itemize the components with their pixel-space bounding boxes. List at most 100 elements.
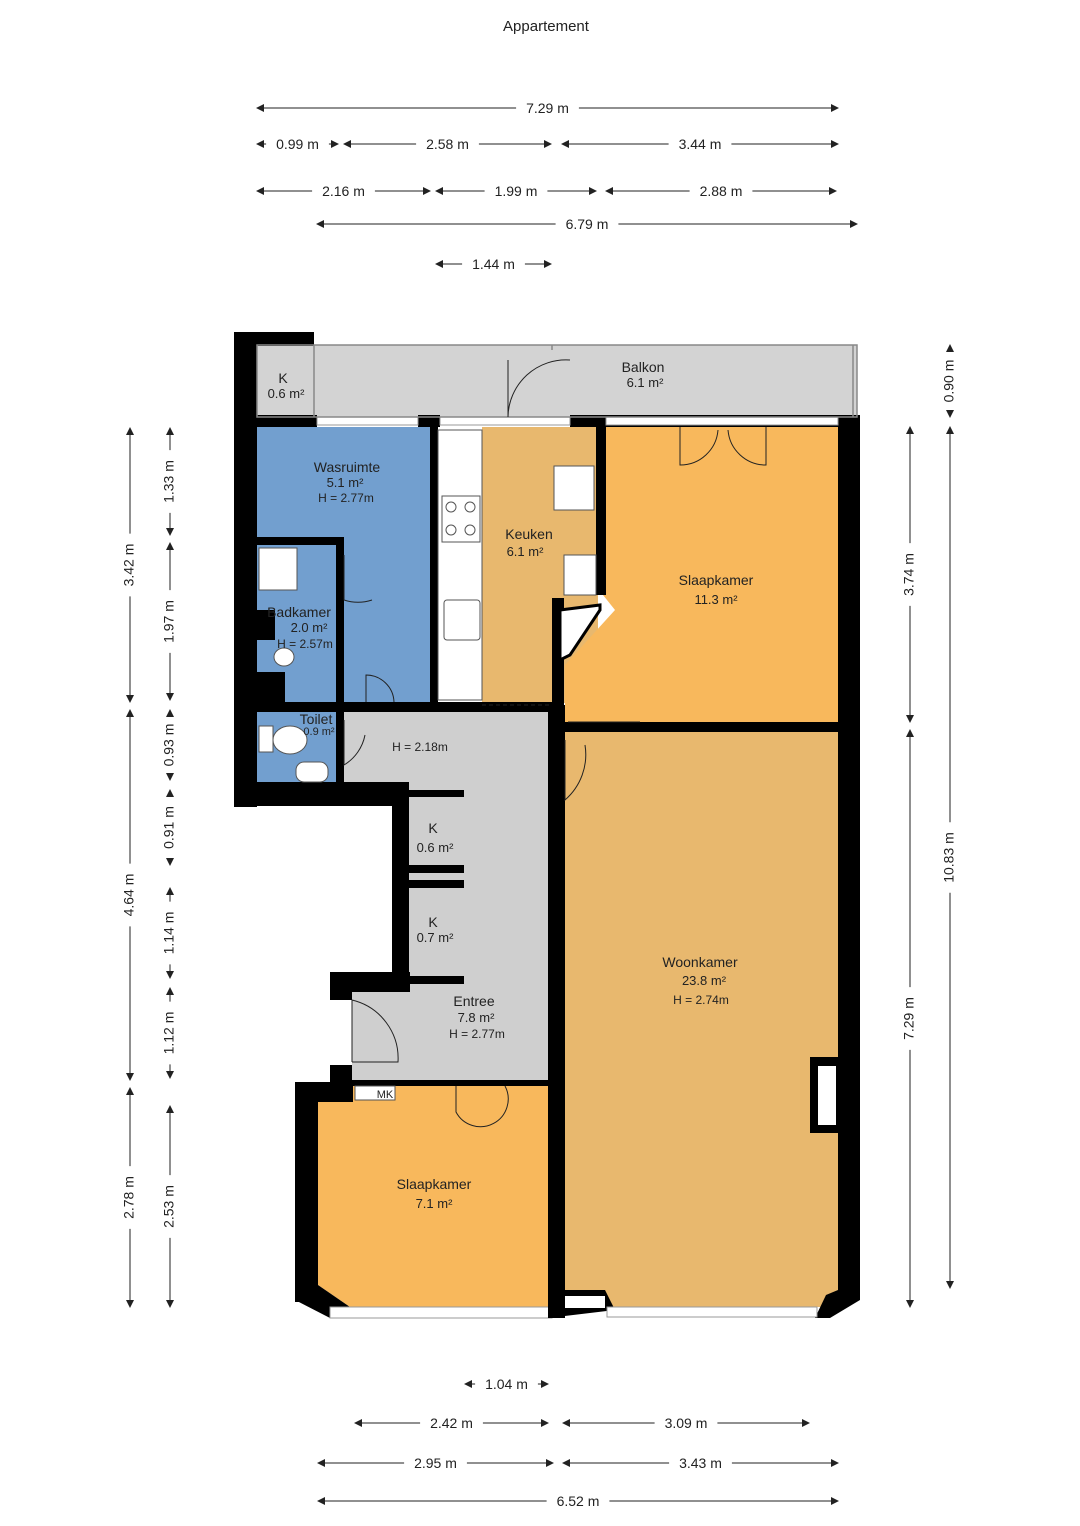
wall-top-kitchen bbox=[570, 415, 600, 427]
toilet-bowl bbox=[272, 725, 308, 755]
closet2-name: K bbox=[428, 914, 438, 930]
balcony-outline bbox=[256, 344, 858, 418]
k-balcony-area: 0.6 m² bbox=[268, 386, 306, 401]
dim-left_outer-1: 4.64 m bbox=[121, 709, 137, 1081]
dim-label: 2.42 m bbox=[430, 1415, 473, 1431]
closet2-area-label: 0.7 m² bbox=[417, 930, 455, 945]
kitchen-sink bbox=[443, 599, 481, 641]
dim-label: 0.91 m bbox=[161, 806, 177, 849]
slaapkamer-top-area-label: 11.3 m² bbox=[694, 592, 738, 607]
fixtures bbox=[258, 429, 602, 1101]
keuken-area-label: 6.1 m² bbox=[507, 544, 545, 559]
wall-hall-top bbox=[257, 702, 557, 712]
burner-3 bbox=[445, 524, 457, 536]
dim-bottom-4: 3.43 m bbox=[562, 1455, 839, 1471]
wall-closet-mid1 bbox=[402, 865, 464, 873]
woonkamer-name: Woonkamer bbox=[662, 954, 738, 970]
kitchen-fan bbox=[553, 465, 595, 511]
dim-top-7: 6.79 m bbox=[316, 216, 858, 232]
slaapkamer-bottom-area-label: 7.1 m² bbox=[416, 1196, 454, 1211]
wall-mid-vertical bbox=[548, 705, 565, 1310]
wall-laundry-kitchen bbox=[430, 427, 438, 705]
wall-left-upper bbox=[234, 332, 257, 807]
dim-right_inner-1: 7.29 m bbox=[901, 729, 917, 1308]
entree-area-label: 7.8 m² bbox=[458, 1010, 496, 1025]
wall-closet-top bbox=[402, 790, 464, 797]
wall-top-mid bbox=[418, 415, 440, 427]
wall-kitchen-bed bbox=[596, 427, 606, 595]
door-bedroom-bottom[interactable] bbox=[455, 1085, 509, 1128]
dim-label: 1.33 m bbox=[161, 460, 177, 503]
dim-label: 3.09 m bbox=[665, 1415, 708, 1431]
closet2-area bbox=[409, 888, 459, 976]
door-living[interactable] bbox=[564, 740, 587, 802]
door-toilet[interactable] bbox=[343, 720, 366, 766]
room-fills bbox=[257, 345, 857, 1307]
dim-bottom-0: 1.04 m bbox=[464, 1376, 549, 1392]
dim-label: 6.79 m bbox=[566, 216, 609, 232]
dim-left_inner-3: 0.91 m bbox=[161, 789, 177, 866]
dim-label: 7.29 m bbox=[901, 997, 917, 1040]
wall-bed-living bbox=[565, 722, 840, 732]
doors bbox=[343, 359, 767, 1128]
wall-closet-left bbox=[402, 790, 409, 984]
door-entree[interactable] bbox=[351, 999, 399, 1063]
dim-label: 0.90 m bbox=[941, 360, 957, 403]
dim-top-1: 0.99 m bbox=[256, 136, 339, 152]
toilet-tank bbox=[258, 725, 274, 753]
toilet-name: Toilet bbox=[300, 711, 333, 727]
door-balcony[interactable] bbox=[507, 359, 571, 418]
dim-label: 1.44 m bbox=[472, 256, 515, 272]
dim-top-0: 7.29 m bbox=[256, 100, 839, 116]
toilet-area-label: 0.9 m² bbox=[303, 726, 335, 738]
entree-height: H = 2.77m bbox=[449, 1027, 505, 1041]
wasruimte-height: H = 2.77m bbox=[318, 491, 374, 505]
dim-label: 0.93 m bbox=[161, 724, 177, 767]
dim-bottom-1: 2.42 m bbox=[354, 1415, 549, 1431]
door-bedroom-balcony[interactable] bbox=[679, 427, 767, 466]
badkamer-height: H = 2.57m bbox=[277, 637, 333, 651]
balcony-area bbox=[257, 345, 857, 417]
dim-right_outer-0: 0.90 m bbox=[941, 344, 957, 418]
dim-label: 6.52 m bbox=[557, 1493, 600, 1509]
window-living-bottom bbox=[606, 1306, 818, 1318]
woonkamer-area-label: 23.8 m² bbox=[682, 973, 727, 988]
balkon-name: Balkon bbox=[622, 359, 665, 375]
woonkamer-area bbox=[565, 732, 838, 1307]
wall-right-corner bbox=[815, 1290, 860, 1318]
dim-label: 3.42 m bbox=[121, 544, 137, 587]
dim-bottom-5: 6.52 m bbox=[317, 1493, 839, 1509]
plan-title: Appartement bbox=[503, 18, 590, 35]
dim-right_inner-0: 3.74 m bbox=[901, 426, 917, 723]
badkamer-area-label: 2.0 m² bbox=[291, 620, 329, 635]
dim-label: 2.78 m bbox=[121, 1176, 137, 1219]
wall-toilet-right bbox=[336, 705, 344, 785]
slaapkamer-bottom-name: Slaapkamer bbox=[397, 1176, 472, 1192]
k-balcony-name: K bbox=[278, 370, 288, 386]
wall-closet-bottom bbox=[402, 976, 464, 984]
badkamer-name: Badkamer bbox=[267, 604, 331, 620]
closet1-name: K bbox=[428, 820, 438, 836]
door-bath[interactable] bbox=[365, 674, 395, 703]
balkon-area: 6.1 m² bbox=[627, 375, 665, 390]
window-bedroom-top bbox=[605, 416, 839, 426]
dim-label: 3.43 m bbox=[679, 1455, 722, 1471]
slaapkamer-top-area bbox=[565, 427, 838, 722]
wall-top-laundry bbox=[257, 415, 317, 427]
dim-label: 1.99 m bbox=[495, 183, 538, 199]
dim-label: 3.74 m bbox=[901, 553, 917, 596]
dim-label: 1.04 m bbox=[485, 1376, 528, 1392]
dim-left_inner-4: 1.14 m bbox=[161, 887, 177, 979]
wall-closet-mid2 bbox=[402, 880, 464, 888]
wall-entry-bottom-left bbox=[330, 1065, 352, 1085]
window-bed-bottom bbox=[329, 1306, 553, 1319]
woonkamer-height: H = 2.74m bbox=[673, 993, 729, 1007]
dim-left_outer-0: 3.42 m bbox=[121, 427, 137, 703]
wall-bed-left bbox=[295, 1082, 318, 1302]
slaapkamer-bottom-area bbox=[318, 1085, 548, 1307]
room-labels: K 0.6 m² Balkon 6.1 m² Wasruimte 5.1 m² … bbox=[267, 359, 754, 1211]
door-laundry[interactable] bbox=[343, 555, 373, 603]
dim-top-6: 2.88 m bbox=[605, 183, 837, 199]
